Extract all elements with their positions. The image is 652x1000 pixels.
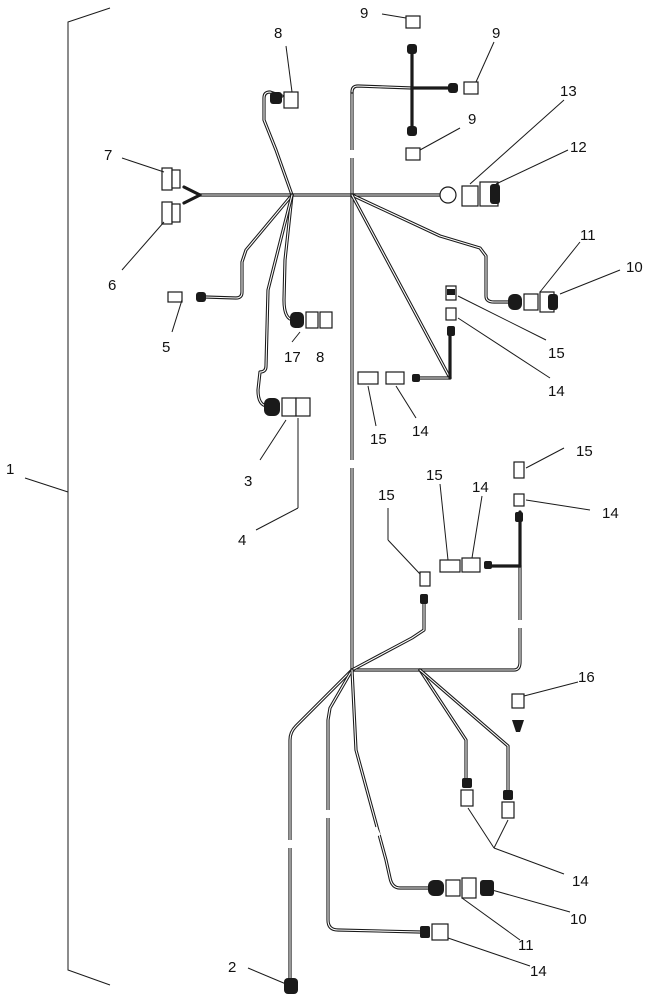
callout-10-top: 10 — [626, 259, 643, 276]
leader-lines — [121, 13, 621, 985]
callout-7: 7 — [104, 147, 112, 164]
callout-3: 3 — [244, 473, 252, 490]
callout-17: 17 — [284, 349, 301, 366]
callout-14-a: 14 — [548, 383, 565, 400]
callout-6: 6 — [108, 277, 116, 294]
callout-14-b: 14 — [412, 423, 429, 440]
callout-15-b: 15 — [370, 431, 387, 448]
callout-15-c: 15 — [576, 443, 593, 460]
callout-15-a: 15 — [548, 345, 565, 362]
assembly-bracket — [24, 7, 111, 986]
callout-8-mid: 8 — [316, 349, 324, 366]
callout-15-d: 15 — [378, 487, 395, 504]
callout-4: 4 — [238, 532, 246, 549]
callout-16: 16 — [578, 669, 595, 686]
callout-labels: 1 2 3 4 5 6 7 8 8 9 9 9 10 10 11 11 12 1… — [6, 5, 643, 980]
callout-14-f: 14 — [530, 963, 547, 980]
callout-9-low: 9 — [468, 111, 476, 128]
callout-8-top: 8 — [274, 25, 282, 42]
callout-9-right: 9 — [492, 25, 500, 42]
callout-14-d: 14 — [472, 479, 489, 496]
callout-14-e: 14 — [572, 873, 589, 890]
callout-14-c: 14 — [602, 505, 619, 522]
callout-5: 5 — [162, 339, 170, 356]
callout-1: 1 — [6, 461, 14, 478]
callout-9-top: 9 — [360, 5, 368, 22]
callout-15-e: 15 — [426, 467, 443, 484]
callout-12: 12 — [570, 139, 587, 156]
harness-wires — [182, 52, 523, 982]
callout-11-bottom: 11 — [518, 937, 534, 954]
callout-2: 2 — [228, 959, 236, 976]
callout-11-top: 11 — [580, 227, 596, 244]
connectors — [161, 15, 558, 994]
callout-13: 13 — [560, 83, 577, 100]
callout-10-bottom: 10 — [570, 911, 587, 928]
